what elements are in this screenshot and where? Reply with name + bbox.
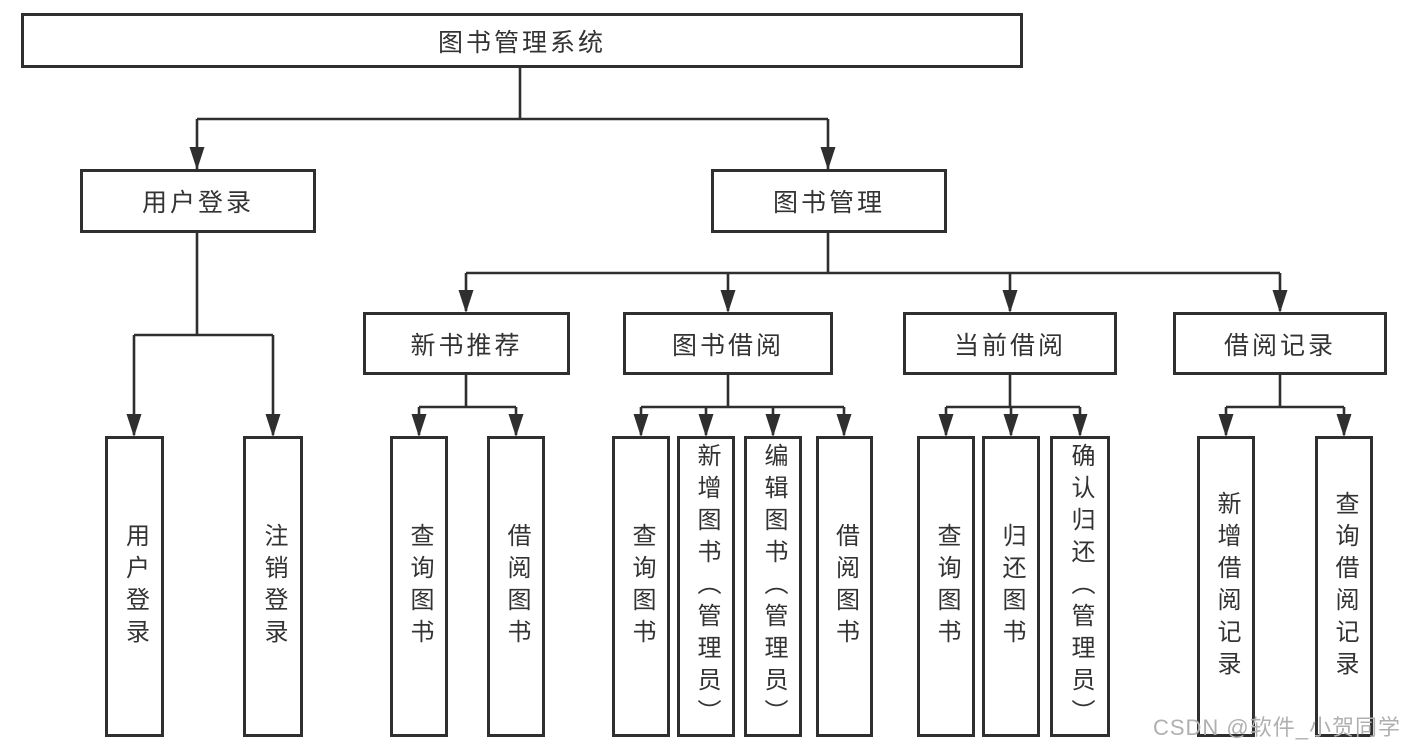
node-label: 查询借阅记录 <box>1331 490 1358 683</box>
node-book-borrowing: 图书借阅 <box>623 312 833 375</box>
node-label: 新增图书（管理员） <box>693 442 720 731</box>
node-label: 借阅记录 <box>1223 331 1336 360</box>
leaf-confirm-return-admin: 确认归还（管理员） <box>1050 436 1110 737</box>
node-label: 当前借阅 <box>953 331 1066 360</box>
node-new-book-recommendation: 新书推荐 <box>363 312 570 375</box>
node-current-borrowing: 当前借阅 <box>903 312 1117 375</box>
node-label: 查询图书 <box>628 522 655 651</box>
edge-new-book-to-leaves <box>417 373 518 435</box>
leaf-query-books-current: 查询图书 <box>917 436 975 737</box>
leaf-query-books-recommend: 查询图书 <box>390 436 448 737</box>
node-label: 确认归还（管理员） <box>1067 442 1094 731</box>
edge-book-mgmt-to-level3 <box>464 231 1282 311</box>
leaf-query-borrow-record: 查询借阅记录 <box>1315 436 1373 737</box>
leaf-borrow-books: 借阅图书 <box>816 436 873 737</box>
node-user-login: 用户登录 <box>80 169 316 233</box>
leaf-return-books: 归还图书 <box>982 436 1040 737</box>
edge-user-login-to-leaves <box>132 231 275 435</box>
node-book-management: 图书管理 <box>711 169 947 233</box>
node-label: 用户登录 <box>141 189 254 217</box>
leaf-query-books-borrow: 查询图书 <box>612 436 670 737</box>
node-label: 图书管理系统 <box>437 28 606 57</box>
leaf-user-login: 用户登录 <box>105 436 164 737</box>
node-label: 用户登录 <box>121 522 149 651</box>
node-label: 编辑图书（管理员） <box>760 442 787 731</box>
node-label: 图书管理 <box>772 189 885 217</box>
node-label: 图书借阅 <box>671 331 784 360</box>
node-label: 注销登录 <box>260 522 287 651</box>
node-label: 新书推荐 <box>410 331 523 360</box>
leaf-borrow-books-recommend: 借阅图书 <box>487 436 545 737</box>
watermark: CSDN @软件_小贺同学 <box>1152 715 1401 740</box>
node-label: 查询图书 <box>933 522 960 651</box>
node-label: 归还图书 <box>998 522 1025 651</box>
leaf-add-book-admin: 新增图书（管理员） <box>677 436 735 737</box>
leaf-logout: 注销登录 <box>243 436 303 737</box>
node-label: 借阅图书 <box>503 522 530 651</box>
node-borrowing-records: 借阅记录 <box>1173 312 1387 375</box>
edge-book-borrow-to-leaves <box>639 373 846 435</box>
node-label: 借阅图书 <box>831 522 859 651</box>
node-library-management-system: 图书管理系统 <box>21 13 1023 68</box>
edge-root-to-level2 <box>195 66 830 170</box>
leaf-edit-book-admin: 编辑图书（管理员） <box>744 436 802 737</box>
leaf-add-borrow-record: 新增借阅记录 <box>1197 436 1255 737</box>
node-label: 新增借阅记录 <box>1213 490 1240 683</box>
edge-records-to-leaves <box>1224 373 1346 435</box>
arrowheads <box>126 147 1352 437</box>
node-label: 查询图书 <box>406 522 433 651</box>
